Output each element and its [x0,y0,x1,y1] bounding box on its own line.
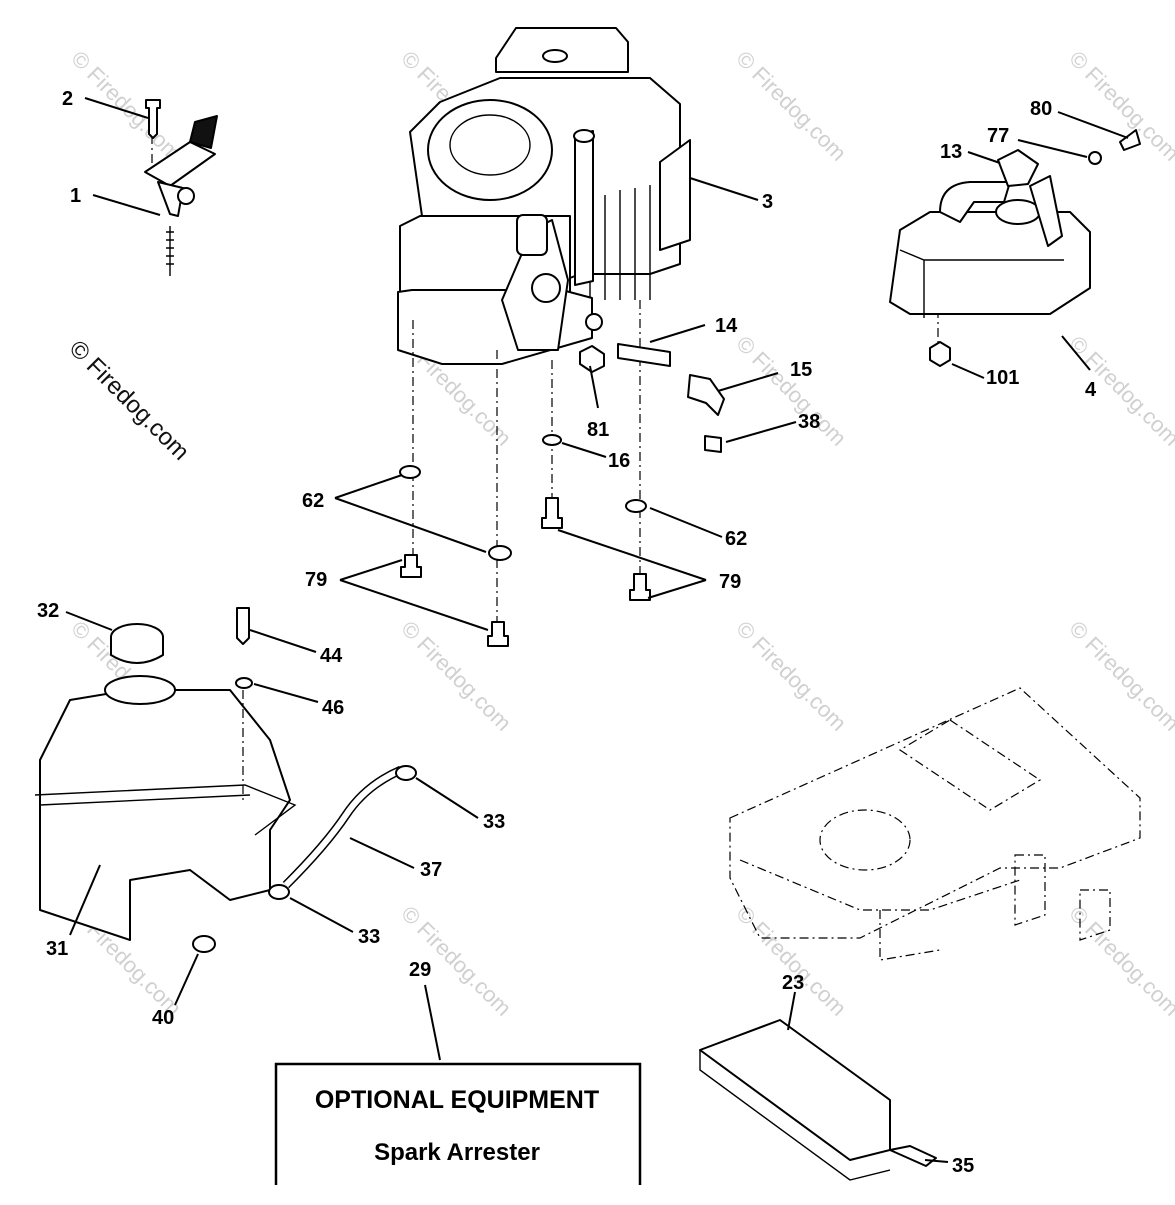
throttle-control-part [144,99,218,276]
watermark-tile: © Firedog.com [731,331,851,451]
callout-77: 77 [987,125,1009,147]
callout-23: 23 [782,972,804,994]
callout-44: 44 [320,645,343,667]
callout-32: 32 [37,600,59,622]
callout-79: 79 [719,571,741,593]
engine-mount-hardware [399,300,725,647]
callout-35: 35 [952,1155,974,1177]
callout-81: 81 [587,419,609,441]
callout-33: 33 [483,811,505,833]
callout-79: 79 [305,569,327,591]
callout-3: 3 [762,191,773,213]
watermark-tile: © Firedog.com [1064,616,1175,736]
callout-46: 46 [322,697,344,719]
chassis-plate [729,687,1141,961]
watermark-tile: © Firedog.com [731,901,851,1021]
callout-33: 33 [358,926,380,948]
callout-29: 29 [409,959,431,981]
watermark-tile: © Firedog.com [66,46,186,166]
callout-14: 14 [715,315,738,337]
watermark-tile: © Firedog.com [731,46,851,166]
heat-shield-part [699,1019,937,1181]
callout-31: 31 [46,938,68,960]
callout-15: 15 [790,359,812,381]
fuel-line-part [192,765,417,953]
callout-62: 62 [302,490,324,512]
muffler-part [889,129,1141,367]
watermark-tile: © Firedog.com [1064,901,1175,1021]
optional-equipment-box: OPTIONAL EQUIPMENT Spark Arrester [274,1062,642,1185]
callout-labels: 2 1 3 80 77 13 14 15 38 81 16 101 4 62 6… [37,88,1097,1177]
callout-101: 101 [986,367,1019,389]
callout-1: 1 [70,185,81,207]
watermark-tile: © Firedog.com [1064,331,1175,451]
callout-38: 38 [798,411,820,433]
callout-80: 80 [1030,98,1052,120]
fuel-tank-part [34,607,297,941]
callout-4: 4 [1085,379,1097,401]
leader-lines [65,97,1129,1163]
callout-62: 62 [725,528,747,550]
optional-equipment-title: OPTIONAL EQUIPMENT [315,1086,599,1114]
callout-37: 37 [420,859,442,881]
engine-part [397,27,691,365]
watermark-tile: © Firedog.com [731,616,851,736]
callout-13: 13 [940,141,962,163]
callout-2: 2 [62,88,73,110]
callout-40: 40 [152,1007,174,1029]
watermark-tile: © Firedog.com [1064,46,1175,166]
callout-16: 16 [608,450,630,472]
watermark-main: © Firedog.com [64,335,195,466]
optional-equipment-subtitle: Spark Arrester [374,1139,540,1166]
